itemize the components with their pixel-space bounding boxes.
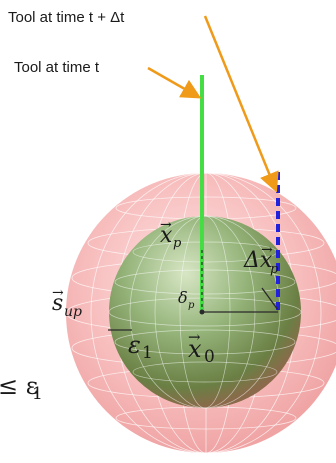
x-0-symbol: x (188, 335, 202, 363)
epsilon-1-subscript: 1 (142, 343, 153, 363)
arrow-tool-t (147, 66, 202, 99)
label-x-p: x → p (160, 217, 182, 251)
delta-x-p-subscript: p (270, 262, 279, 277)
edge-fragment-symbol: ≤ ε (0, 372, 38, 400)
delta-p-symbol: δ (178, 288, 188, 307)
label-x-0: x → 0 (188, 328, 215, 367)
s-up-symbol: s (52, 291, 63, 316)
delta-x-p-symbol: Δx (243, 248, 273, 273)
label-epsilon-1: ε 1 (128, 331, 153, 363)
arrow-tool-t-dt (203, 15, 279, 193)
label-tool-t-dt: Tool at time t + Δt (8, 9, 125, 26)
x-0-vector-arrow: → (188, 328, 201, 346)
delta-x-p-pointer (261, 287, 279, 311)
delta-p-subscript: p (188, 300, 195, 311)
x0-point (199, 309, 205, 315)
label-s-up: s → up (52, 285, 82, 320)
delta-x-p-vector-arrow: → (261, 242, 273, 258)
epsilon-1-symbol: ε (128, 331, 141, 359)
x-p-symbol: x (160, 223, 173, 248)
s-up-subscript: up (64, 304, 82, 320)
label-delta-x-p: Δx → p (243, 242, 279, 277)
x-p-subscript: p (173, 236, 182, 251)
s-up-vector-arrow: → (52, 285, 64, 301)
x-0-subscript: 0 (204, 347, 215, 367)
x-p-vector-arrow: → (160, 217, 172, 233)
edge-fragment-subscript: 1 (32, 384, 43, 404)
label-delta-p: δ p (178, 288, 195, 311)
edge-fragment: ≤ ε 1 (0, 372, 43, 404)
label-tool-t: Tool at time t (14, 59, 100, 76)
